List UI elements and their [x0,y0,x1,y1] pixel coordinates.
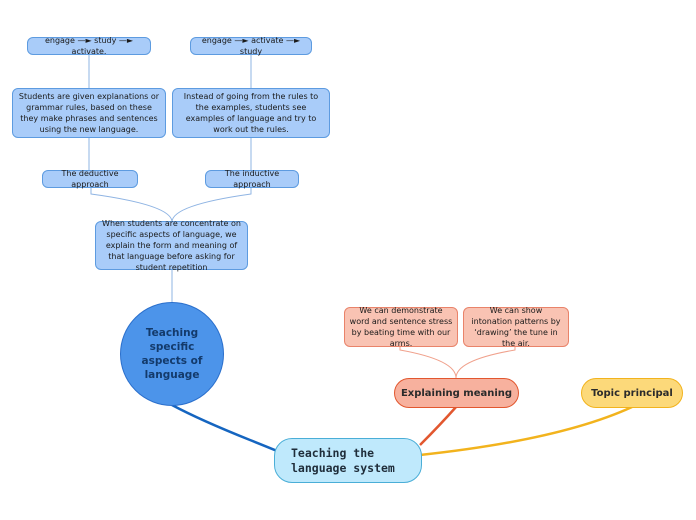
teaching-specific-topic[interactable]: Teaching specific aspects of language [120,302,224,406]
link-meaning-demonstrate [399,347,457,379]
explaining-meaning-label: Explaining meaning [400,387,513,399]
link-concentrate-deductive [90,188,173,223]
branch-explaining-meaning [419,406,457,446]
inductive-description-text: Instead of going from the rules to the e… [183,92,319,134]
deductive-approach-node[interactable]: The deductive approach [42,169,138,189]
explaining-meaning-topic[interactable]: Explaining meaning [394,378,519,408]
branch-teaching-specific [171,403,290,458]
deductive-sequence-text: engage —► study —► activate. [44,36,134,56]
root-topic[interactable]: Teaching the language system [274,438,422,483]
deductive-sequence-node[interactable]: engage —► study —► activate. [27,36,151,56]
link-meaning-intonation [455,347,516,379]
inductive-approach-text: The inductive approach [224,169,280,189]
concentrate-text: When students are concentrate on specifi… [102,219,241,272]
inductive-sequence-node[interactable]: engage —► activate —► study [190,36,312,56]
intonation-text: We can show intonation patterns by ‘draw… [471,306,561,348]
topic-principal-label: Topic principal [591,387,673,399]
deductive-description-node[interactable]: Students are given explanations or gramm… [12,88,166,138]
topic-principal-topic[interactable]: Topic principal [581,378,683,408]
branch-topic-principal [419,405,633,457]
deductive-approach-text: The deductive approach [61,169,119,189]
demonstrate-node[interactable]: We can demonstrate word and sentence str… [344,306,458,348]
inductive-approach-node[interactable]: The inductive approach [205,169,299,189]
concentrate-node[interactable]: When students are concentrate on specifi… [95,219,248,272]
demonstrate-text: We can demonstrate word and sentence str… [349,306,453,348]
link-concentrate-inductive [171,188,252,223]
intonation-node[interactable]: We can show intonation patterns by ‘draw… [463,306,569,348]
root-label: Teaching the language system [291,445,395,475]
teaching-specific-label: Teaching specific aspects of language [141,327,203,381]
inductive-description-node[interactable]: Instead of going from the rules to the e… [172,88,330,138]
deductive-description-text: Students are given explanations or gramm… [18,92,160,134]
inductive-sequence-text: engage —► activate —► study [201,36,301,56]
